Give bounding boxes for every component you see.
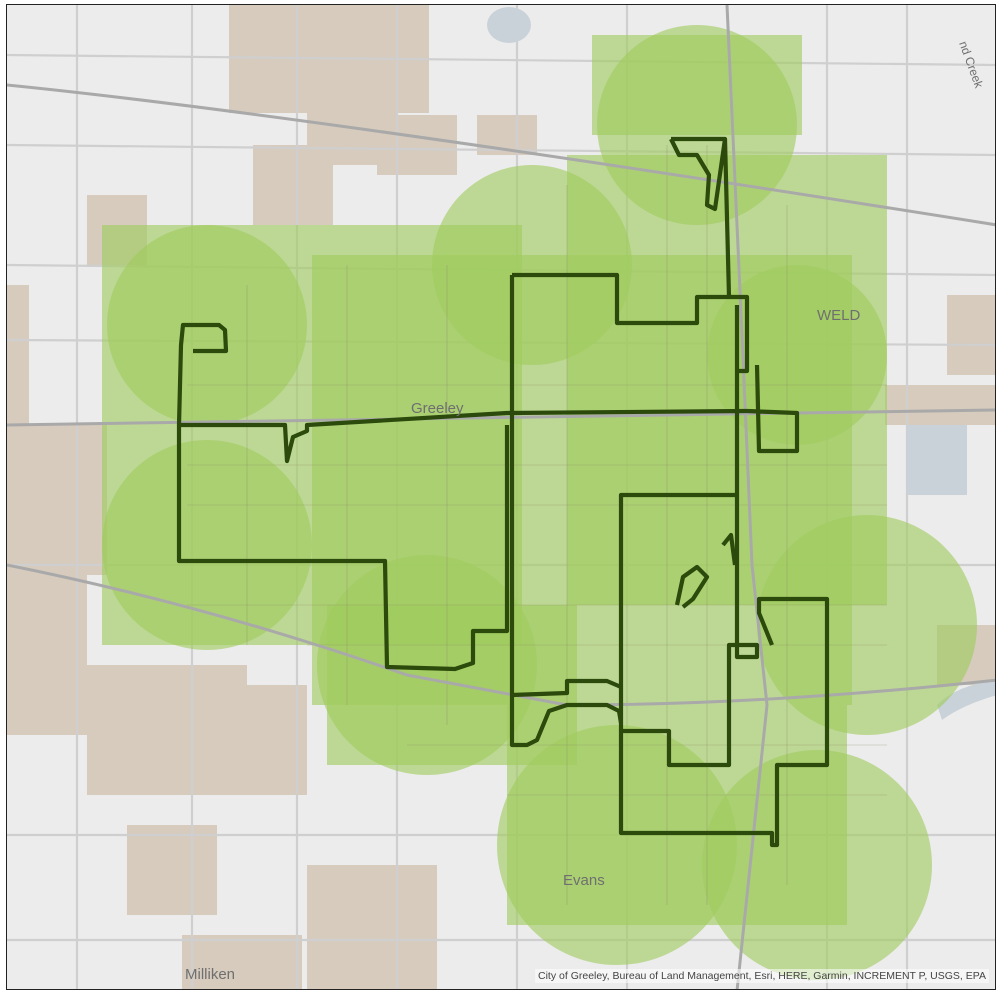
place-label-weld: WELD <box>817 307 861 324</box>
map-frame[interactable]: Greeley WELD Evans Milliken nd Creek Cit… <box>6 4 996 990</box>
place-label-evans: Evans <box>563 872 605 889</box>
transit-routes <box>176 136 830 848</box>
place-label-milliken: Milliken <box>185 966 235 983</box>
street-grid <box>187 145 887 905</box>
water-features <box>487 7 995 720</box>
map-canvas[interactable]: Greeley WELD Evans Milliken nd Creek <box>7 5 996 990</box>
map-attribution: City of Greeley, Bureau of Land Manageme… <box>535 969 989 983</box>
urban-areas <box>7 5 995 989</box>
highways <box>7 5 995 989</box>
place-label-greeley: Greeley <box>411 400 464 417</box>
